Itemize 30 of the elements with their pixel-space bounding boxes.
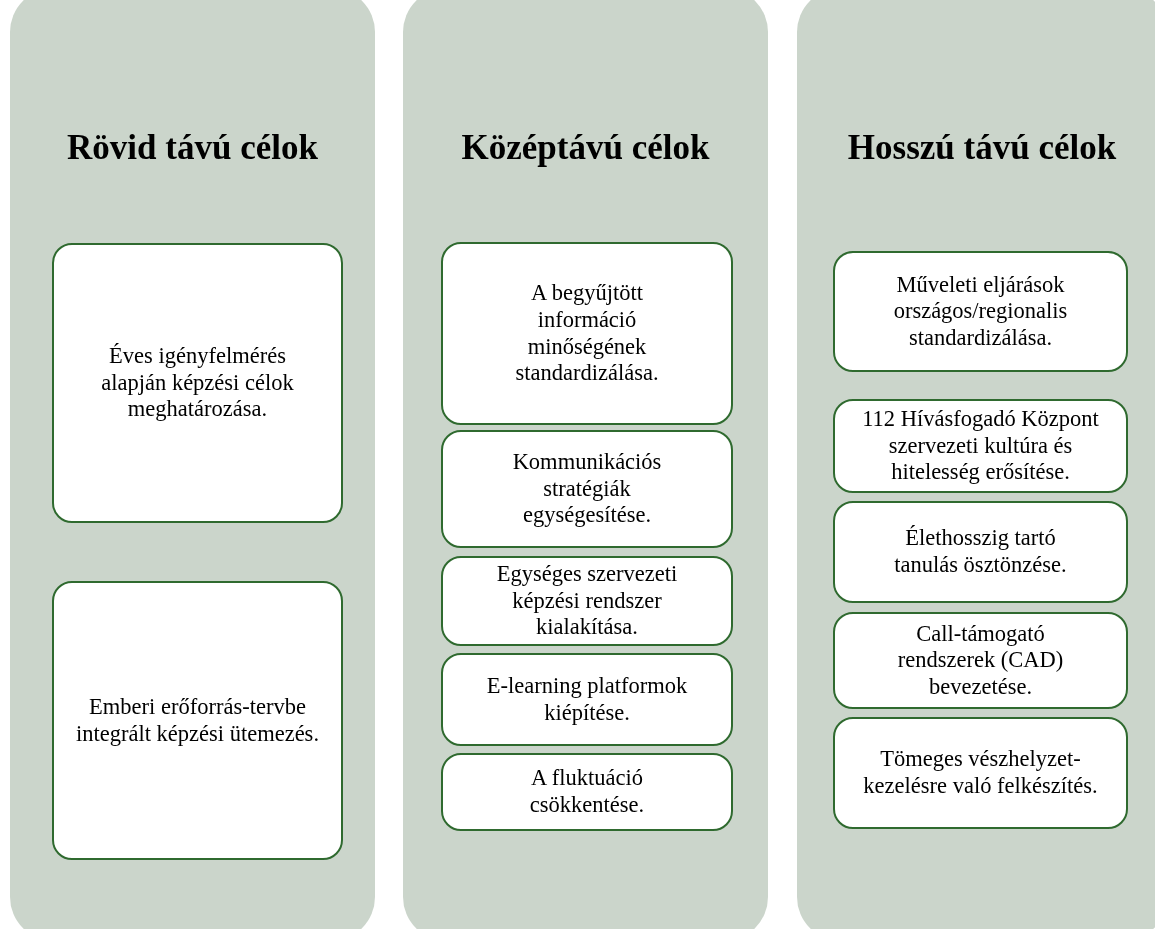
goal-text: 112 Hívásfogadó Központ szervezeti kultúra és hitelesség erősítése. — [861, 406, 1100, 486]
goal-box — [441, 242, 733, 425]
goal-box — [441, 556, 733, 646]
goal-box — [52, 243, 343, 523]
goal-box — [833, 251, 1128, 372]
goal-text: Tömeges vészhelyzet-kezelésre való felkészítés. — [862, 746, 1099, 800]
column-heading: Középtávú célok — [461, 128, 710, 168]
goal-box — [441, 430, 733, 548]
goal-text: A fluktuáció csökkentése. — [528, 765, 646, 819]
goal-text: E-learning platformok kiépítése. — [485, 672, 689, 727]
goal-box — [441, 753, 733, 831]
column-heading: Rövid távú célok — [67, 128, 318, 168]
column-panel — [10, 0, 375, 929]
goal-text: Kommunikációs stratégiák egységesítése. — [511, 449, 663, 529]
goal-text: Call-támogató rendszerek (CAD) bevezetése. — [896, 620, 1065, 701]
goal-text: Éves igényfelmérés alapján képzési célok meghatározása. — [100, 343, 295, 423]
column-heading: Hosszú távú célok — [847, 128, 1117, 168]
goal-text: Emberi erőforrás-tervbe integrált képzési ütemezés. — [75, 693, 320, 748]
goal-text: A begyűjtött információ minőségének standardizálása. — [514, 280, 660, 387]
goal-box — [441, 653, 733, 746]
goal-text: Egységes szervezeti képzési rendszer kialakítása. — [495, 561, 679, 641]
goal-box — [833, 399, 1128, 493]
column-panel — [797, 0, 1155, 929]
goal-box — [833, 717, 1128, 829]
goal-box — [52, 581, 343, 860]
goal-text: Élethosszig tartó tanulás ösztönzése. — [893, 525, 1068, 579]
goal-box — [833, 612, 1128, 709]
goal-box — [833, 501, 1128, 603]
column-panel — [403, 0, 768, 929]
goal-text: Műveleti eljárások országos/regionalis standardizálása. — [892, 271, 1069, 352]
